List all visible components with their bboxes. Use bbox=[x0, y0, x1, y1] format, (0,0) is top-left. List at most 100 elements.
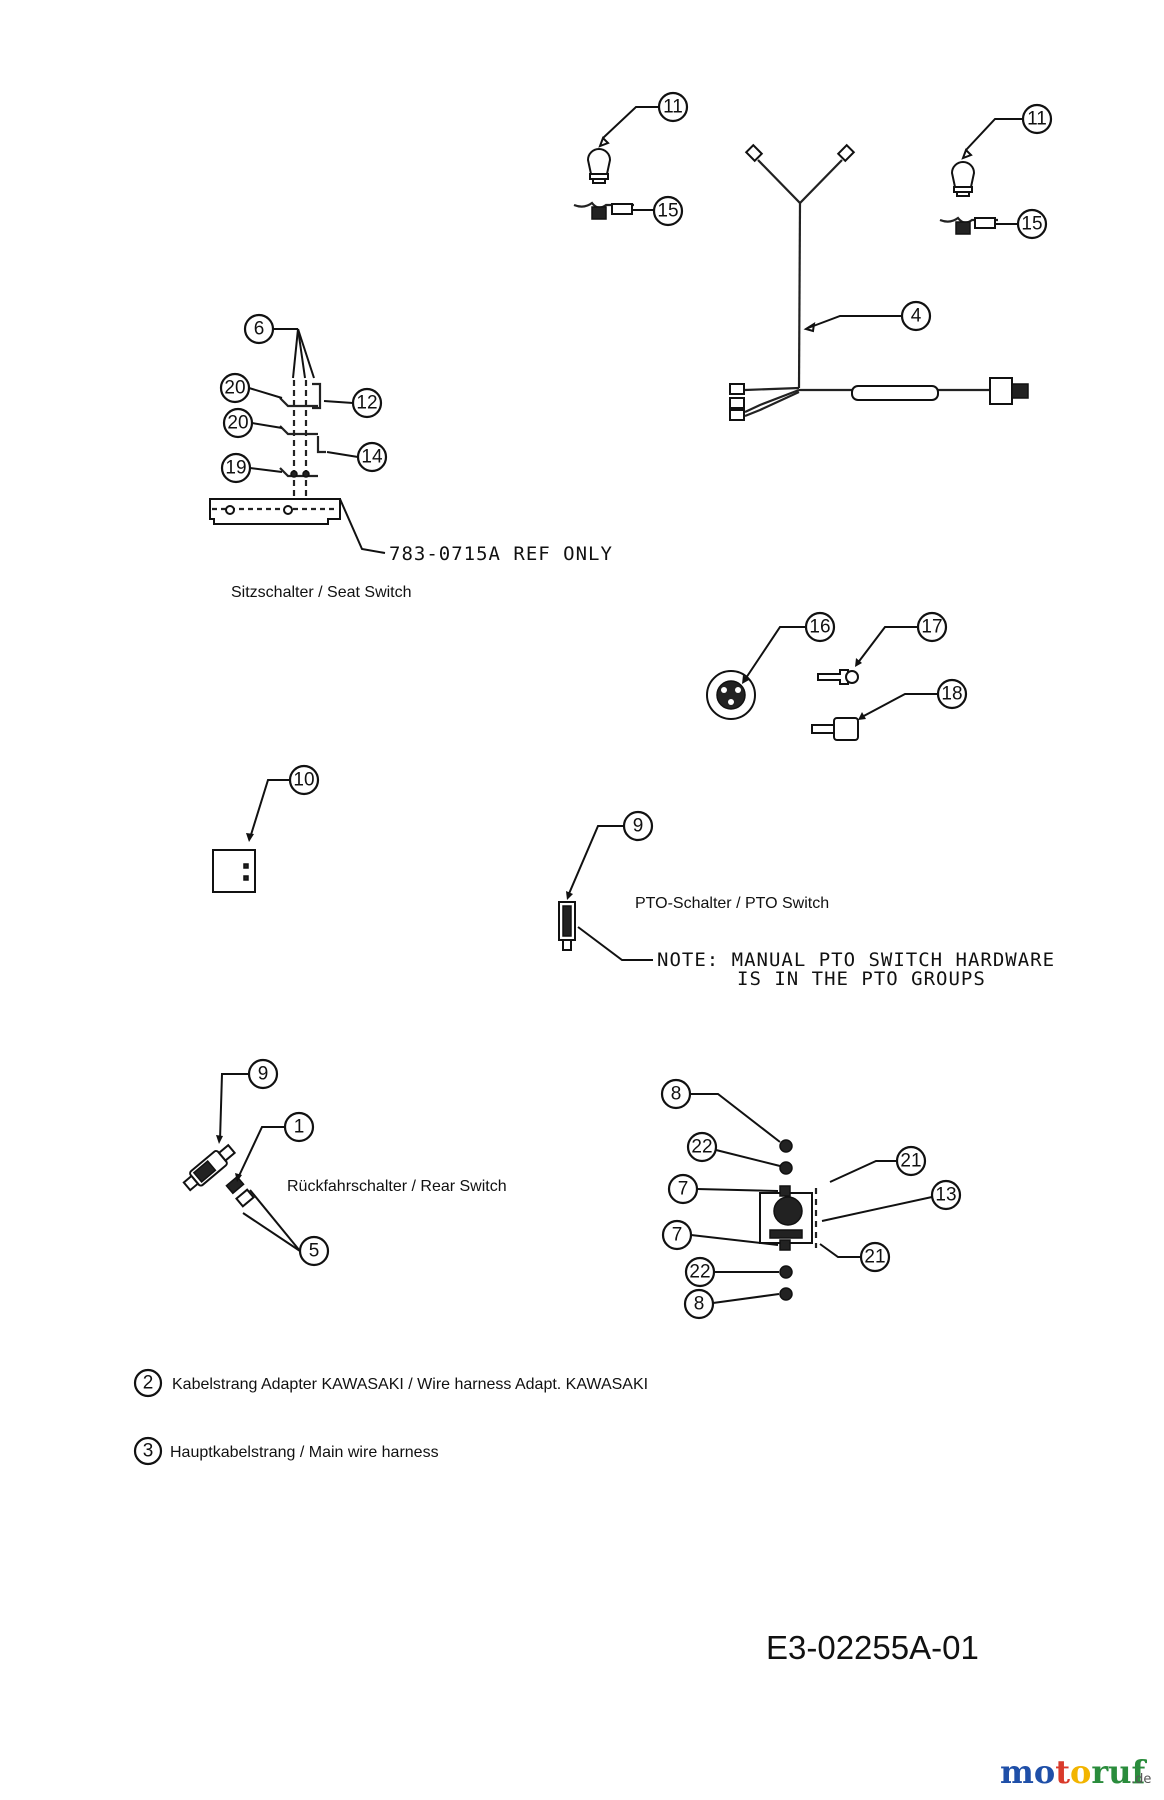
callout-21-top: 21 bbox=[895, 1145, 927, 1177]
bulb-left bbox=[586, 148, 612, 184]
svg-text:19: 19 bbox=[225, 458, 246, 479]
callout-17: 17 bbox=[916, 611, 948, 643]
seat-switch-assembly bbox=[209, 380, 341, 525]
leader-11-right bbox=[965, 118, 1023, 151]
legend-number-3: 3 bbox=[133, 1436, 163, 1466]
callout-4: 4 bbox=[900, 300, 932, 332]
svg-text:22: 22 bbox=[689, 1262, 710, 1283]
callout-1: 1 bbox=[283, 1111, 315, 1143]
svg-text:20: 20 bbox=[227, 413, 248, 434]
leader-18 bbox=[859, 693, 938, 719]
callout-14: 14 bbox=[356, 441, 388, 473]
svg-text:16: 16 bbox=[809, 617, 830, 638]
pto-note-line2: IS IN THE PTO GROUPS bbox=[737, 968, 986, 990]
rear-switch-nuts bbox=[225, 1175, 255, 1208]
callout-20-top: 20 bbox=[219, 372, 251, 404]
callout-6: 6 bbox=[243, 313, 275, 345]
solenoid-assembly bbox=[759, 1139, 818, 1301]
leader-5a bbox=[249, 1189, 301, 1252]
callout-11-left: 11 bbox=[657, 91, 689, 123]
leader-10 bbox=[249, 779, 290, 839]
callout-8-bottom: 8 bbox=[683, 1288, 715, 1320]
svg-text:20: 20 bbox=[224, 378, 245, 399]
legend-item-2: 2 Kabelstrang Adapter KAWASAKI / Wire ha… bbox=[133, 1368, 648, 1398]
leader-6a bbox=[292, 328, 299, 379]
bulb-socket-right bbox=[939, 216, 998, 235]
leader-9-pto bbox=[567, 825, 624, 897]
svg-text:9: 9 bbox=[258, 1064, 269, 1085]
leader-16 bbox=[743, 626, 806, 682]
seat-switch-ref-note: 783-0715A REF ONLY bbox=[389, 543, 613, 565]
seat-switch-caption: Sitzschalter / Seat Switch bbox=[231, 584, 412, 601]
callout-22-top: 22 bbox=[686, 1131, 718, 1163]
leader-5b bbox=[242, 1212, 301, 1252]
pto-switch bbox=[558, 901, 576, 951]
legend-number-2: 2 bbox=[133, 1368, 163, 1398]
callout-20-bottom: 20 bbox=[222, 407, 254, 439]
callout-22-bottom: 22 bbox=[684, 1256, 716, 1288]
svg-text:12: 12 bbox=[356, 393, 377, 414]
callout-12: 12 bbox=[351, 387, 383, 419]
legend-item-3: 3 Hauptkabelstrang / Main wire harness bbox=[133, 1436, 439, 1466]
callout-11-right: 11 bbox=[1021, 103, 1053, 135]
legend-text-2: Kabelstrang Adapter KAWASAKI / Wire harn… bbox=[172, 1376, 648, 1393]
leader-4 bbox=[807, 315, 902, 329]
svg-text:18: 18 bbox=[941, 684, 962, 705]
svg-text:15: 15 bbox=[1021, 214, 1042, 235]
leader-1 bbox=[237, 1126, 285, 1179]
callout-16: 16 bbox=[804, 611, 836, 643]
svg-text:11: 11 bbox=[1027, 109, 1047, 130]
svg-text:2: 2 bbox=[143, 1373, 154, 1394]
callout-10: 10 bbox=[288, 764, 320, 796]
ignition-key bbox=[817, 669, 859, 685]
svg-text:8: 8 bbox=[694, 1294, 705, 1315]
svg-text:21: 21 bbox=[900, 1151, 921, 1172]
leader-6b bbox=[297, 328, 306, 379]
svg-text:1: 1 bbox=[294, 1117, 305, 1138]
leader-9-rear bbox=[219, 1073, 249, 1141]
callout-18: 18 bbox=[936, 678, 968, 710]
svg-text:13: 13 bbox=[935, 1185, 956, 1206]
callout-9-pto: 9 bbox=[622, 810, 654, 842]
svg-text:3: 3 bbox=[143, 1441, 154, 1462]
callout-19: 19 bbox=[220, 452, 252, 484]
leader-pto-note bbox=[577, 926, 653, 961]
svg-text:15: 15 bbox=[657, 201, 678, 222]
callout-21-bottom: 21 bbox=[859, 1241, 891, 1273]
legend-text-3: Hauptkabelstrang / Main wire harness bbox=[170, 1444, 439, 1461]
callout-13: 13 bbox=[930, 1179, 962, 1211]
svg-text:.de: .de bbox=[1131, 1772, 1151, 1787]
leader-17 bbox=[856, 626, 918, 665]
bulb-socket-left bbox=[573, 201, 634, 220]
rear-switch bbox=[182, 1143, 237, 1192]
leader-seat-ref bbox=[339, 498, 386, 554]
svg-text:21: 21 bbox=[864, 1247, 885, 1268]
svg-text:8: 8 bbox=[671, 1084, 682, 1105]
callout-15-right: 15 bbox=[1016, 208, 1048, 240]
watermark-logo: motoruf .de bbox=[1000, 1753, 1151, 1791]
svg-text:22: 22 bbox=[691, 1137, 712, 1158]
svg-text:17: 17 bbox=[921, 617, 942, 638]
drawing-number: E3-02255A-01 bbox=[766, 1629, 979, 1666]
svg-text:14: 14 bbox=[361, 447, 383, 468]
svg-text:11: 11 bbox=[663, 97, 683, 118]
svg-text:10: 10 bbox=[293, 770, 314, 791]
callout-7-top: 7 bbox=[667, 1173, 699, 1205]
callout-7-bottom: 7 bbox=[661, 1219, 693, 1251]
ignition-switch bbox=[706, 670, 756, 720]
callout-8-top: 8 bbox=[660, 1078, 692, 1110]
bulb-right bbox=[950, 161, 976, 197]
pto-note-line1: NOTE: MANUAL PTO SWITCH HARDWARE bbox=[657, 949, 1055, 971]
svg-text:6: 6 bbox=[254, 319, 265, 340]
svg-text:5: 5 bbox=[309, 1241, 320, 1262]
svg-text:motoruf: motoruf bbox=[1000, 1753, 1147, 1791]
pto-switch-caption: PTO-Schalter / PTO Switch bbox=[635, 895, 829, 912]
svg-text:4: 4 bbox=[911, 306, 922, 327]
callout-9-rear: 9 bbox=[247, 1058, 279, 1090]
callout-5: 5 bbox=[298, 1235, 330, 1267]
svg-text:7: 7 bbox=[672, 1225, 683, 1246]
svg-text:9: 9 bbox=[633, 816, 644, 837]
main-wire-harness bbox=[729, 143, 1029, 421]
svg-text:7: 7 bbox=[678, 1179, 689, 1200]
